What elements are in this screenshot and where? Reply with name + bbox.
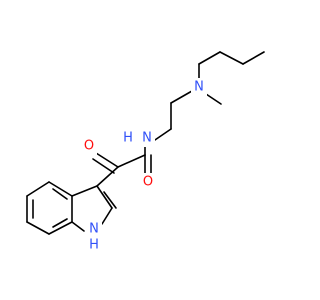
bond [242, 51, 265, 65]
atom-N-amide: N H [123, 129, 155, 147]
bond [198, 51, 221, 65]
bond-double-inner [52, 218, 68, 228]
atom-h-label: H [89, 238, 99, 253]
bonds [26, 51, 265, 235]
atom-h-label: H [123, 131, 133, 146]
bond [26, 221, 50, 235]
bond [151, 128, 172, 143]
bond-double-inner [52, 188, 68, 200]
bond [26, 181, 50, 197]
bond [170, 90, 193, 104]
atom-labels: O O N H N N H [81, 78, 207, 253]
atom-O-amide: O [140, 173, 156, 191]
atom-N-indole: N H [86, 221, 102, 253]
atom-label: N [194, 80, 204, 95]
bond [101, 207, 113, 225]
atom-label: N [142, 131, 152, 146]
bond [96, 166, 119, 187]
bond [219, 51, 244, 65]
bond [103, 191, 117, 209]
bond [92, 158, 115, 174]
atom-label: O [143, 175, 153, 190]
bond [205, 93, 222, 105]
bond [96, 185, 113, 209]
atom-N-amine: N [191, 78, 207, 96]
bond [117, 154, 146, 168]
atom-O-ketone: O [81, 137, 97, 155]
bond [48, 181, 73, 197]
atom-label: N [89, 222, 99, 237]
bond [95, 152, 119, 168]
bond [71, 221, 85, 232]
structure-canvas: O O N H N N H [26, 51, 265, 253]
molecule-diagram: O O N H N N H [26, 51, 265, 253]
bond [71, 185, 98, 197]
bond [48, 221, 73, 235]
atom-label: O [84, 139, 94, 154]
